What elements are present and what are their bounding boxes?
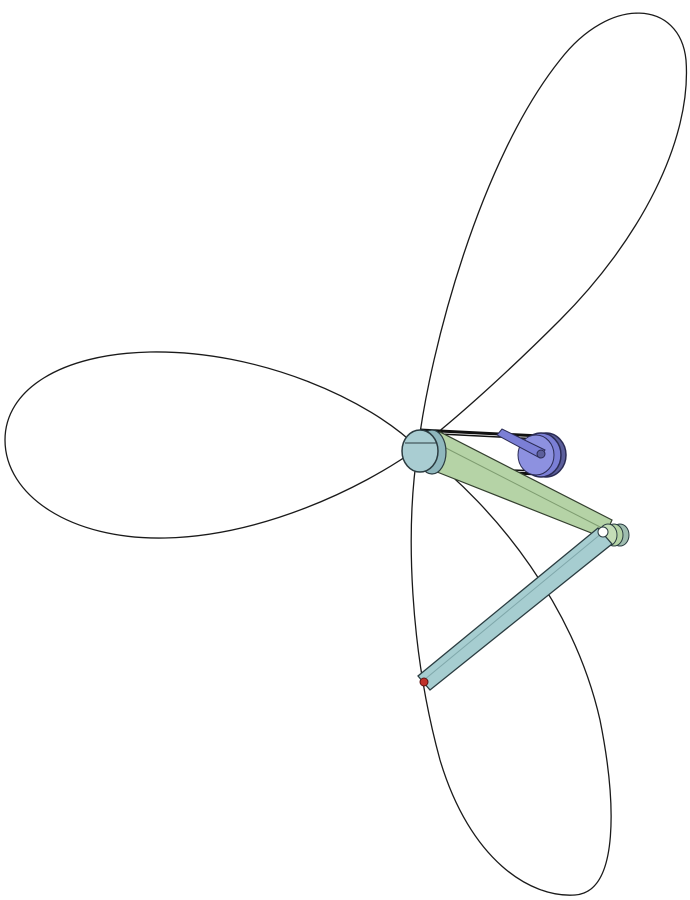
curve-lobe-upper [417,12,688,450]
pen-tip [419,677,429,687]
rose-curve [4,12,688,896]
long-arm [417,526,613,691]
central-hub [401,429,447,475]
crank-arm [496,428,546,459]
curve-lobe-left [4,351,419,539]
curve-lobe-lower [410,446,612,896]
